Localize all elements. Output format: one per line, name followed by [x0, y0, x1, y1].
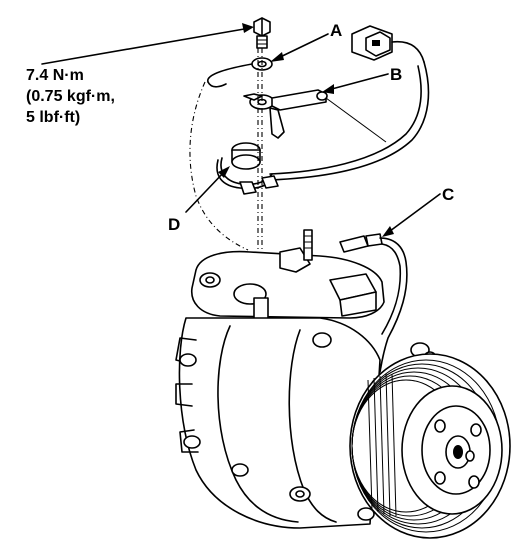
compressor-body [175, 229, 436, 529]
wire-route-arc [189, 81, 249, 251]
ground-wire [207, 63, 253, 83]
compressor-pulley [349, 353, 511, 539]
torque-line-1: 7.4 N·m [26, 67, 84, 84]
connector-c [339, 233, 408, 373]
harness-wire-outer [269, 61, 430, 181]
callout-c: C [442, 185, 454, 204]
callout-a: A [330, 21, 342, 40]
wire-connector [351, 25, 425, 63]
torque-line-2: (0.75 kgf·m, [26, 88, 115, 105]
wire-clamp-d [216, 142, 279, 195]
bracket-b [243, 89, 328, 139]
callout-d: D [168, 215, 180, 234]
leader-lines [41, 23, 441, 237]
mounting-bolt [253, 17, 271, 49]
torque-line-3: 5 lbf·ft) [26, 109, 80, 126]
harness-wire-inner [269, 65, 422, 175]
callout-b: B [390, 65, 402, 84]
